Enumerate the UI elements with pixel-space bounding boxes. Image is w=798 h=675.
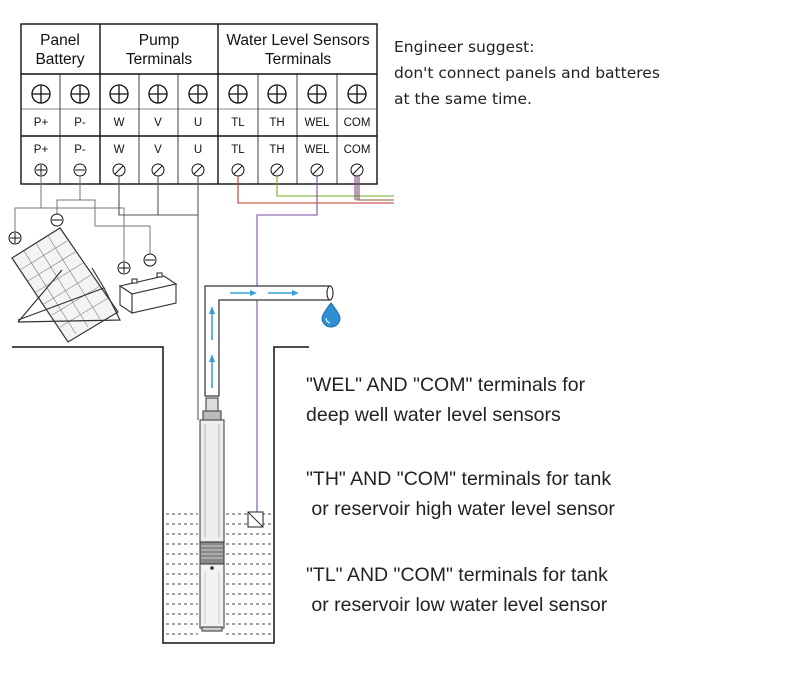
well-shaft <box>12 346 309 644</box>
terminal-label-v-top: V <box>154 117 162 129</box>
terminal-label-p-minus: P- <box>74 144 86 156</box>
flow-arrows <box>209 290 299 388</box>
sensor-terminals-header-line1: Water Level Sensors <box>226 32 370 49</box>
engineer-note-line1: Engineer suggest: <box>394 38 535 56</box>
minus-icon <box>50 213 64 227</box>
solar-panel-icon <box>11 227 121 343</box>
battery-icon <box>118 272 178 315</box>
water-drop-icon <box>321 302 341 328</box>
minus-terminal-icon <box>73 163 87 177</box>
terminal-label-tl-top: TL <box>231 117 245 129</box>
screw-heads-top <box>31 84 367 104</box>
slot-terminal-icon <box>151 163 165 177</box>
panel-battery-header-line2: Battery <box>35 51 84 68</box>
terminal-label-wel-top: WEL <box>305 117 331 129</box>
tl-com-description-line2: or reservoir low water level sensor <box>306 594 608 616</box>
wire-tl <box>237 176 394 204</box>
th-com-description: "TH" AND "COM" terminals for tank or res… <box>306 464 615 524</box>
engineer-note-line3: at the same time. <box>394 90 532 108</box>
pump-wires <box>118 176 199 420</box>
wel-com-description-line2: deep well water level sensors <box>306 404 561 426</box>
screw-icon <box>307 84 327 104</box>
terminal-label-p-plus-top: P+ <box>34 117 49 129</box>
screw-icon <box>31 84 51 104</box>
terminal-label-w: W <box>114 144 125 156</box>
terminal-block <box>20 23 378 185</box>
screw-icon <box>188 84 208 104</box>
terminal-label-v: V <box>154 144 162 156</box>
terminal-label-w-top: W <box>114 117 125 129</box>
submersible-pump-icon <box>199 397 225 632</box>
polarity-symbols <box>8 213 157 275</box>
screw-icon <box>347 84 367 104</box>
slot-terminal-icon <box>310 163 324 177</box>
panel-battery-header-line1: Panel <box>40 32 80 49</box>
slot-terminal-icon <box>270 163 284 177</box>
terminal-label-com: COM <box>344 144 371 156</box>
wire-wel <box>256 176 318 512</box>
well-water-hatching <box>166 513 271 635</box>
plus-icon <box>8 231 22 245</box>
screw-icon <box>148 84 168 104</box>
tl-com-description-line1: "TL" AND "COM" terminals for tank <box>306 564 608 586</box>
tl-com-description: "TL" AND "COM" terminals for tank or res… <box>306 560 608 620</box>
terminal-label-th-top: TH <box>269 117 284 129</box>
screw-icon <box>109 84 129 104</box>
slot-terminal-icon <box>112 163 126 177</box>
plus-terminal-icon <box>34 163 48 177</box>
terminal-label-tl: TL <box>231 144 245 156</box>
minus-icon <box>143 253 157 267</box>
engineer-note: Engineer suggest: don't connect panels a… <box>394 34 660 112</box>
screw-icon <box>228 84 248 104</box>
wel-com-description: "WEL" AND "COM" terminals for deep well … <box>306 370 585 430</box>
plus-icon <box>117 261 131 275</box>
terminal-label-p-plus: P+ <box>34 144 49 156</box>
pump-terminals-header-line2: Terminals <box>126 51 193 68</box>
slot-terminal-icon <box>191 163 205 177</box>
th-com-description-line2: or reservoir high water level sensor <box>306 498 615 520</box>
sensor-terminals-header-line2: Terminals <box>265 51 332 68</box>
terminal-label-p-minus-top: P- <box>74 117 86 129</box>
terminal-label-u: U <box>194 144 202 156</box>
terminal-label-com-top: COM <box>344 117 371 129</box>
slot-terminal-icon <box>350 163 364 177</box>
screw-icon <box>267 84 287 104</box>
terminal-label-wel: WEL <box>305 144 331 156</box>
delivery-pipe <box>204 285 334 397</box>
slot-terminal-icon <box>231 163 245 177</box>
panel-battery-wires <box>14 176 151 262</box>
wel-com-description-line1: "WEL" AND "COM" terminals for <box>306 374 586 396</box>
wire-com <box>356 176 394 201</box>
terminal-contacts-bottom <box>34 163 364 177</box>
sensor-wires <box>237 176 394 512</box>
water-level-sensor-icon <box>247 511 264 528</box>
pump-terminals-header-line1: Pump <box>139 32 180 49</box>
th-com-description-line1: "TH" AND "COM" terminals for tank <box>306 468 612 490</box>
terminal-label-th: TH <box>269 144 284 156</box>
screw-icon <box>70 84 90 104</box>
terminal-label-u-top: U <box>194 117 202 129</box>
engineer-note-line2: don't connect panels and batteres <box>394 64 660 82</box>
